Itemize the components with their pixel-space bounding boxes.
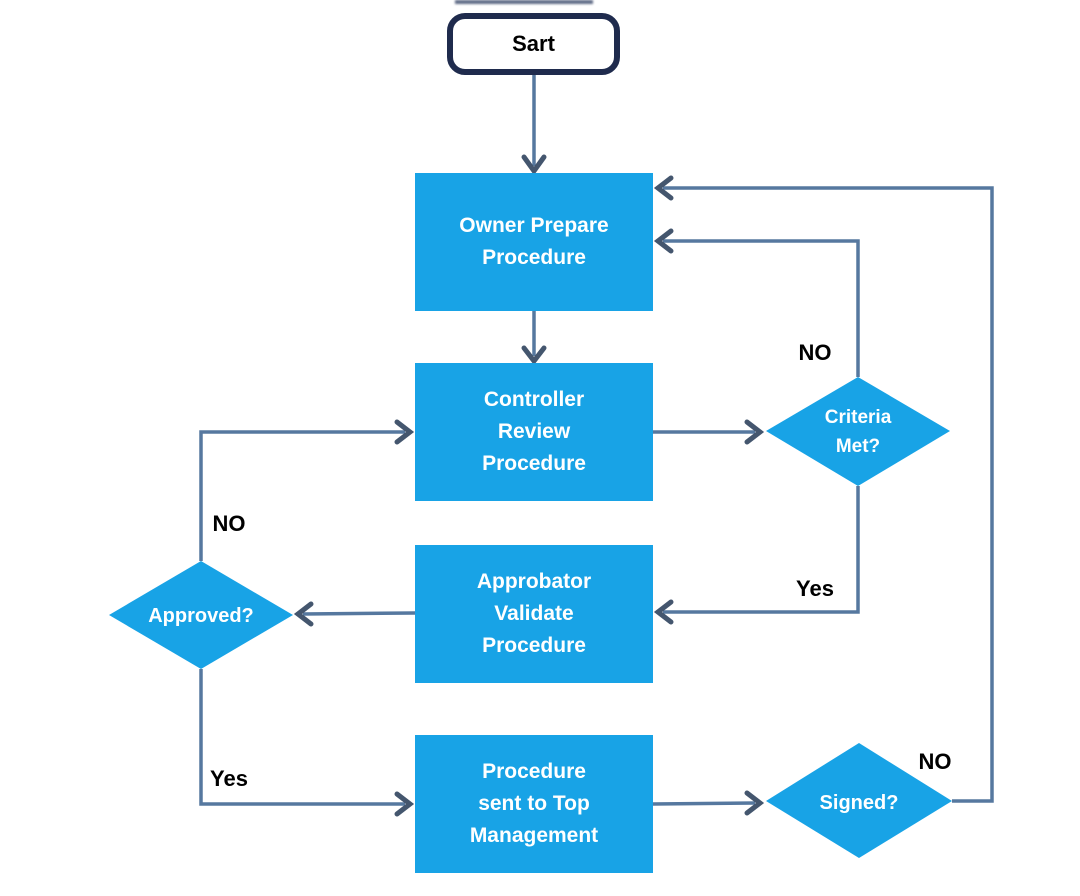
process-line: sent to Top <box>478 792 590 815</box>
arrow-right-topmgmt-icon <box>394 791 415 817</box>
decision-criteria-met-shape <box>766 377 950 486</box>
arrow-left-owner-top-icon <box>653 175 674 201</box>
process-line: Procedure <box>482 246 586 269</box>
edge-label-signed-no: NO <box>918 749 952 774</box>
process-procedure-sent-to-top-management: Procedure sent to Top Management <box>415 735 653 873</box>
process-line: Management <box>469 824 599 847</box>
process-line: Procedure <box>482 452 586 475</box>
edge-criteria-no-to-owner <box>663 239 860 377</box>
process-line: Approbator <box>476 570 592 593</box>
edge-approved-no-to-controller <box>199 430 405 561</box>
arrow-left-approved-icon <box>293 601 314 627</box>
arrow-right-criteria-icon <box>744 419 765 445</box>
start-label: Sart <box>512 31 555 56</box>
edge-signed-no-to-owner <box>663 186 994 803</box>
decision-signed-shape <box>766 743 952 858</box>
process-approbator-validate-procedure: Approbator Validate Procedure <box>415 545 653 683</box>
decision-criteria-met-label: Criteria Met? <box>768 403 948 461</box>
decision-line: Criteria <box>824 407 892 428</box>
process-line: Controller <box>483 388 585 411</box>
edge-label-approved-yes: Yes <box>210 766 248 791</box>
arrow-left-owner-mid-icon <box>653 228 674 254</box>
edge-label-criteria-yes: Yes <box>796 576 834 601</box>
edge-criteria-yes-to-approbator <box>663 486 860 614</box>
process-line: Review <box>497 420 571 443</box>
process-line: Owner Prepare <box>459 214 609 237</box>
edge-approved-yes-to-topmgmt <box>199 669 405 806</box>
process-controller-review-procedure: Controller Review Procedure <box>415 363 653 501</box>
process-line: Procedure <box>482 634 586 657</box>
arrow-down-owner-icon <box>521 154 547 176</box>
edge-label-criteria-no: NO <box>798 340 832 365</box>
decision-approved-label: Approved? <box>148 605 254 627</box>
edge-label-approved-no: NO <box>212 511 246 536</box>
top-edge-artifact <box>455 0 593 4</box>
decision-signed-label: Signed? <box>819 792 899 814</box>
arrow-right-signed-icon <box>744 790 765 816</box>
decision-approved-shape <box>109 561 293 669</box>
arrow-down-controller-icon <box>521 345 547 366</box>
process-line: Validate <box>494 602 574 625</box>
process-owner-prepare-procedure: Owner Prepare Procedure <box>415 173 653 311</box>
process-line: Procedure <box>482 760 586 783</box>
arrow-left-approbator-icon <box>653 599 674 625</box>
start-node: Sart <box>447 13 620 75</box>
arrow-right-controller-icon <box>394 419 415 445</box>
decision-line: Met? <box>835 436 881 457</box>
edge-approbator-to-approved <box>302 611 416 616</box>
edge-topmgmt-to-signed <box>652 801 756 806</box>
